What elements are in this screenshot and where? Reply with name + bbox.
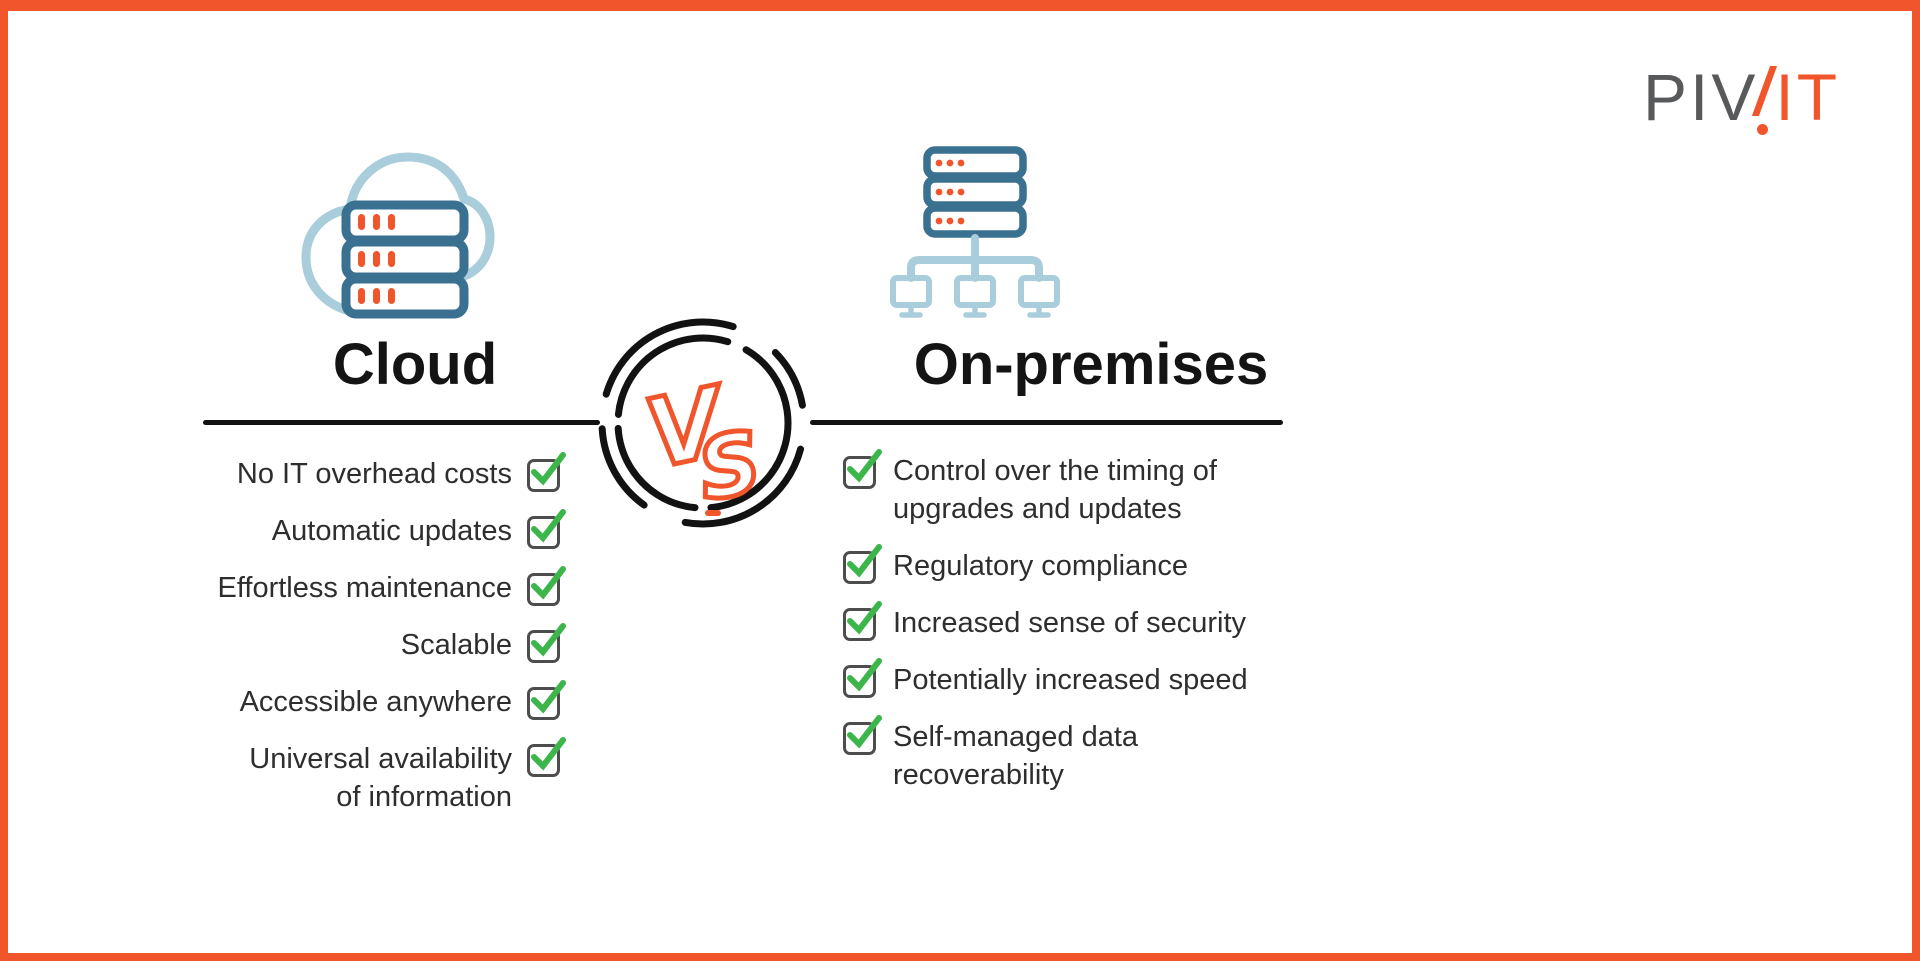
logo-text-gray: PIV: [1643, 60, 1759, 134]
checkbox-checked-icon: [527, 509, 566, 549]
list-item-label: Accessible anywhere: [239, 686, 512, 718]
list-item-label: Universal availability of information: [249, 743, 512, 813]
checkbox-checked-icon: [527, 680, 566, 720]
list-item: Universal availability of information: [140, 737, 566, 816]
checkbox-checked-icon: [843, 601, 882, 641]
list-item: Control over the timing of upgrades and …: [843, 449, 1333, 528]
pivit-logo: PIV IT: [1643, 60, 1841, 135]
server-stack: [923, 146, 1027, 238]
server-stack: [341, 200, 469, 319]
list-item-label: Potentially increased speed: [893, 664, 1248, 696]
checkbox-checked-icon: [843, 658, 882, 698]
checkbox-checked-icon: [527, 566, 566, 606]
divider-left: [203, 420, 600, 425]
checkbox-checked-icon: [843, 449, 882, 489]
list-item: Effortless maintenance: [140, 566, 566, 607]
vs-inner-circle: [614, 334, 792, 512]
list-item: Automatic updates: [140, 509, 566, 550]
on-premises-benefits-list: Control over the timing of upgrades and …: [843, 449, 1333, 813]
checkbox-checked-icon: [527, 623, 566, 663]
divider-right: [810, 420, 1283, 425]
list-item-label: Effortless maintenance: [217, 572, 512, 604]
checkbox-checked-icon: [843, 544, 882, 584]
list-item-label: Automatic updates: [271, 515, 512, 547]
server-leds: [358, 214, 395, 304]
list-item-label: Self-managed data recoverability: [893, 721, 1139, 791]
list-item: Regulatory compliance: [843, 544, 1333, 585]
list-item: No IT overhead costs: [140, 452, 566, 493]
logo-slash-icon: [1752, 66, 1778, 135]
checkbox-checked-icon: [527, 737, 566, 777]
cloud-server-icon: [301, 152, 495, 319]
checkbox-checked-icon: [843, 715, 882, 755]
on-premises-title: On-premises: [913, 332, 1269, 397]
cloud-title: Cloud: [332, 332, 498, 397]
list-item-label: Increased sense of security: [893, 607, 1247, 639]
logo-text-orange: IT: [1775, 60, 1841, 134]
network-tree: [890, 234, 1060, 318]
cloud-outline: [301, 152, 495, 318]
logo-dot: [1757, 124, 1769, 135]
list-item-label: Regulatory compliance: [893, 550, 1188, 582]
list-item-label: Control over the timing of upgrades and …: [893, 455, 1217, 525]
vs-outer-circle: [598, 318, 808, 528]
server-network-icon: [890, 146, 1060, 318]
list-item: Scalable: [140, 623, 566, 664]
versus-badge-icon: V S: [598, 318, 808, 528]
checkbox-checked-icon: [527, 452, 566, 492]
list-item: Accessible anywhere: [140, 680, 566, 721]
list-item: Self-managed data recoverability: [843, 715, 1333, 794]
cloud-benefits-list: No IT overhead costs Automatic updates E…: [140, 452, 566, 835]
server-leds: [935, 159, 965, 225]
list-item: Increased sense of security: [843, 601, 1333, 642]
list-item-label: Scalable: [400, 629, 512, 661]
list-item: Potentially increased speed: [843, 658, 1333, 699]
list-item-label: No IT overhead costs: [236, 458, 512, 490]
